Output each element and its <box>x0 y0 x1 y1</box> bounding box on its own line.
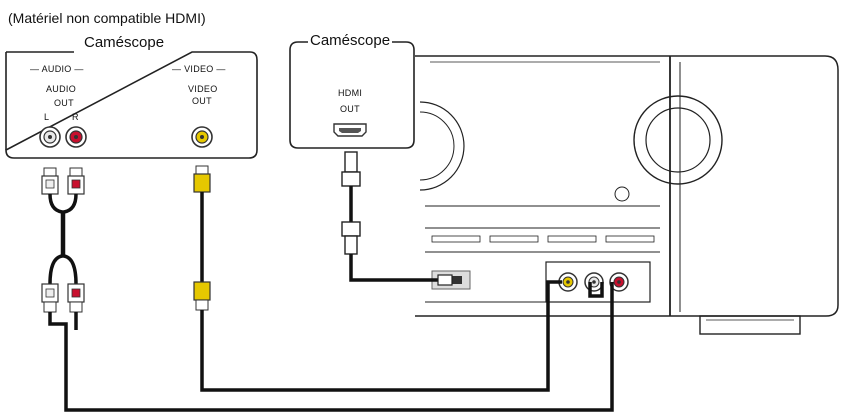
receiver-left-knob <box>419 101 465 191</box>
audio-right-label: R <box>72 112 79 122</box>
analog-camcorder-box <box>5 51 258 159</box>
receiver-audio-r-input-jack <box>609 272 629 292</box>
hdmi-camcorder-box <box>289 41 415 149</box>
audio-out-label-line2: OUT <box>54 98 74 108</box>
video-out-label-line1: VIDEO <box>188 84 218 94</box>
audio-cable <box>41 167 614 412</box>
hdmi-out-label-line2: OUT <box>340 104 360 114</box>
av-receiver <box>415 55 839 335</box>
camcorder-video-jack <box>191 126 213 148</box>
receiver-video-input-jack <box>558 272 578 292</box>
hdmi-out-label-line1: HDMI <box>338 88 363 98</box>
audio-left-label: L <box>44 112 50 122</box>
audio-group-label: — AUDIO — <box>30 64 84 74</box>
receiver-foot <box>699 315 801 335</box>
video-group-label: — VIDEO — <box>172 64 226 74</box>
hdmi-camcorder-title: Caméscope <box>308 32 393 49</box>
receiver-volume-knob <box>633 95 723 185</box>
audio-out-label-line1: AUDIO <box>46 84 77 94</box>
camcorder-audio-l-jack <box>39 126 61 148</box>
non-hdmi-note: (Matériel non compatible HDMI) <box>8 10 206 26</box>
video-cable <box>193 165 562 392</box>
analog-camcorder-title: Caméscope <box>84 34 165 51</box>
camcorder-audio-r-jack <box>65 126 87 148</box>
camcorder-hdmi-out-port <box>333 123 367 137</box>
hdmi-cable <box>341 151 453 286</box>
video-out-label-line2: OUT <box>192 96 212 106</box>
